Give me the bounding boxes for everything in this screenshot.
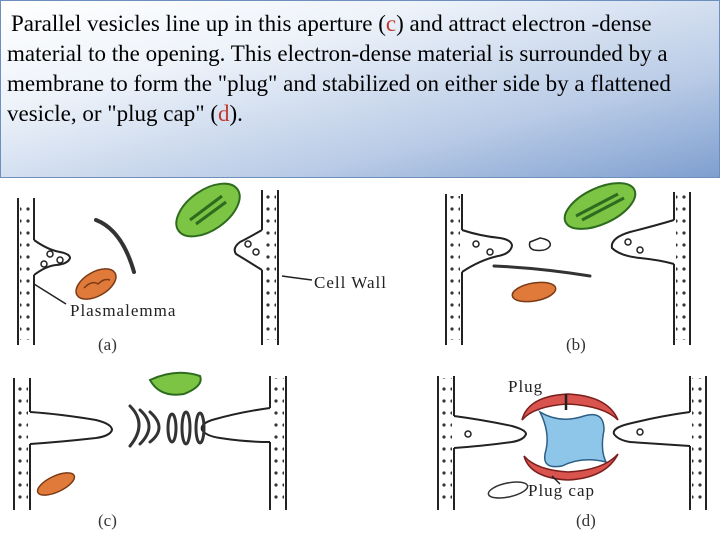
panel-label-d: (d) — [576, 511, 596, 530]
plug-cap-bottom — [523, 453, 619, 481]
chloroplast-a — [175, 182, 241, 238]
septal-pore-diagram: Cell Wall Plasmalemma (a) — [13, 182, 707, 530]
plasmalemma-label: Plasmalemma — [70, 301, 176, 320]
cell-wall-pointer — [281, 275, 313, 281]
panel-label-a: (a) — [98, 335, 117, 354]
mitochondrion-c — [36, 472, 76, 496]
mitochondrion-a — [75, 268, 117, 300]
panel-label-b: (b) — [566, 335, 586, 354]
caption-letter-d: d — [218, 101, 230, 126]
cell-wall-left-c — [13, 378, 114, 510]
cell-wall-label: Cell Wall — [314, 273, 387, 292]
panel-d: Plug Plug cap (d) — [437, 376, 707, 530]
caption-part-2: ) and attract electron -dense material t… — [7, 11, 671, 126]
parallel-vesicles-c — [128, 404, 206, 448]
caption-part-1: Parallel vesicles line up in this apertu… — [11, 11, 386, 36]
plug — [538, 410, 608, 468]
panel-b: (b) — [445, 182, 691, 354]
chloroplast-b — [563, 182, 637, 230]
cell-wall-right-a — [233, 190, 279, 345]
plug-cap-pointer — [551, 475, 561, 485]
panel-a: Cell Wall Plasmalemma (a) — [17, 182, 387, 354]
cell-wall-left-d — [437, 376, 528, 510]
caption-letter-c: c — [385, 11, 397, 36]
caption-text: Parallel vesicles line up in this apertu… — [7, 9, 715, 129]
mitochondrion-d — [487, 481, 529, 499]
cell-wall-right-c — [200, 376, 287, 510]
plasmalemma-pointer — [33, 283, 67, 305]
plug-cap-label: Plug cap — [528, 481, 595, 500]
vesicle-b — [492, 264, 592, 278]
mitochondrion-b — [511, 281, 557, 303]
plug-cap-top — [521, 393, 619, 421]
panel-label-c: (c) — [98, 511, 117, 530]
plug-label: Plug — [508, 377, 543, 396]
panel-c: (c) — [13, 371, 287, 530]
vesicle-a — [94, 218, 136, 274]
cell-wall-left-b — [445, 194, 552, 345]
cell-wall-right-d — [612, 376, 707, 510]
caption-part-3: ). — [229, 101, 243, 126]
cell-wall-left-a — [17, 198, 72, 345]
caption-box: Parallel vesicles line up in this apertu… — [0, 0, 720, 178]
chloroplast-c — [148, 371, 202, 396]
cell-wall-right-b — [610, 192, 691, 345]
